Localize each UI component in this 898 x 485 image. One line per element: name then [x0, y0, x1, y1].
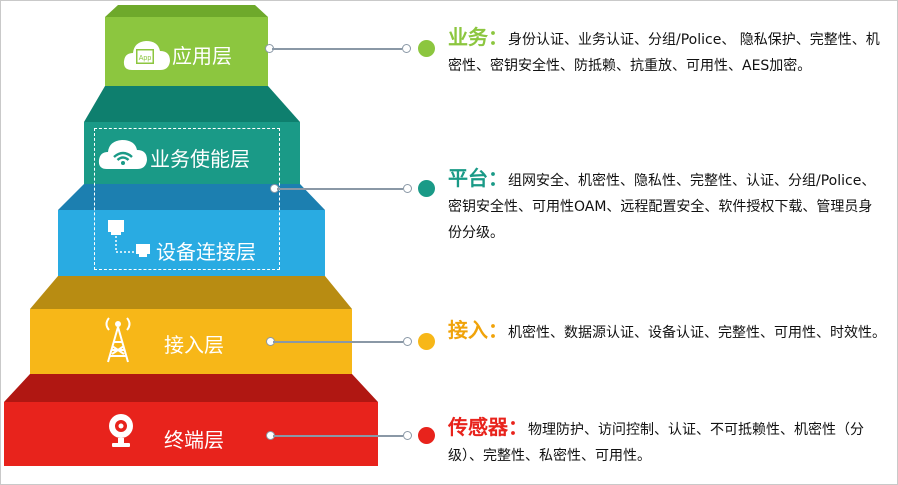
layer-label-access: 接入层 [164, 333, 224, 357]
desc-platform-text: 组网安全、机密性、隐私性、完整性、认证、分组/Police、密钥安全性、可用性O… [448, 173, 876, 241]
layer-label-terminal: 终端层 [164, 428, 224, 452]
app-cloud-icon: App [123, 41, 170, 70]
layer-device-top [58, 184, 325, 210]
desc-sensor-heading: 传感器： [448, 415, 528, 439]
app-icon-text: App [139, 55, 152, 62]
connector-end-platform [403, 184, 412, 193]
connector-line-app [272, 48, 402, 50]
device-connection-icon [108, 220, 150, 257]
connector-end-terminal [403, 431, 412, 440]
layer-device-block [58, 210, 325, 276]
connector-line-terminal [273, 435, 403, 437]
bullet-access [418, 333, 435, 350]
desc-sensor: 传感器：物理防护、访问控制、认证、不可抵赖性、机密性（分级）、完整性、私密性、可… [448, 414, 886, 469]
layer-label-app: 应用层 [172, 44, 232, 68]
connector-end-app [402, 44, 411, 53]
layer-app-top [105, 5, 268, 17]
connector-end-access [403, 337, 412, 346]
bullet-sensor [418, 427, 435, 444]
desc-platform-heading: 平台： [448, 166, 508, 190]
desc-business-heading: 业务： [448, 25, 508, 49]
desc-business: 业务：身份认证、业务认证、分组/Police、 隐私保护、完整性、机密性、密钥安… [448, 24, 886, 79]
desc-business-text: 身份认证、业务认证、分组/Police、 隐私保护、完整性、机密性、密钥安全性、… [448, 32, 880, 74]
bullet-platform [418, 180, 435, 197]
layer-terminal-block [4, 402, 378, 466]
layer-label-platform: 业务使能层 [150, 147, 250, 171]
platform-group-frame [94, 128, 280, 270]
layer-app-block [105, 17, 268, 86]
bullet-business [418, 40, 435, 57]
cloud-wifi-icon [98, 140, 147, 169]
layer-platform-top [84, 86, 300, 122]
connector-line-platform [277, 188, 403, 190]
desc-sensor-text: 物理防护、访问控制、认证、不可抵赖性、机密性（分级）、完整性、私密性、可用性。 [448, 422, 864, 464]
layer-label-device: 设备连接层 [156, 240, 256, 264]
desc-platform: 平台：组网安全、机密性、隐私性、完整性、认证、分组/Police、密钥安全性、可… [448, 165, 886, 246]
desc-access-heading: 接入： [448, 318, 508, 342]
webcam-icon [109, 414, 133, 447]
connector-line-access [273, 341, 403, 343]
desc-access-text: 机密性、数据源认证、设备认证、完整性、可用性、时效性。 [508, 325, 886, 341]
signal-tower-icon [105, 317, 131, 363]
layer-access-top [30, 276, 352, 309]
layer-terminal-top [4, 374, 378, 402]
desc-access: 接入：机密性、数据源认证、设备认证、完整性、可用性、时效性。 [448, 317, 886, 346]
